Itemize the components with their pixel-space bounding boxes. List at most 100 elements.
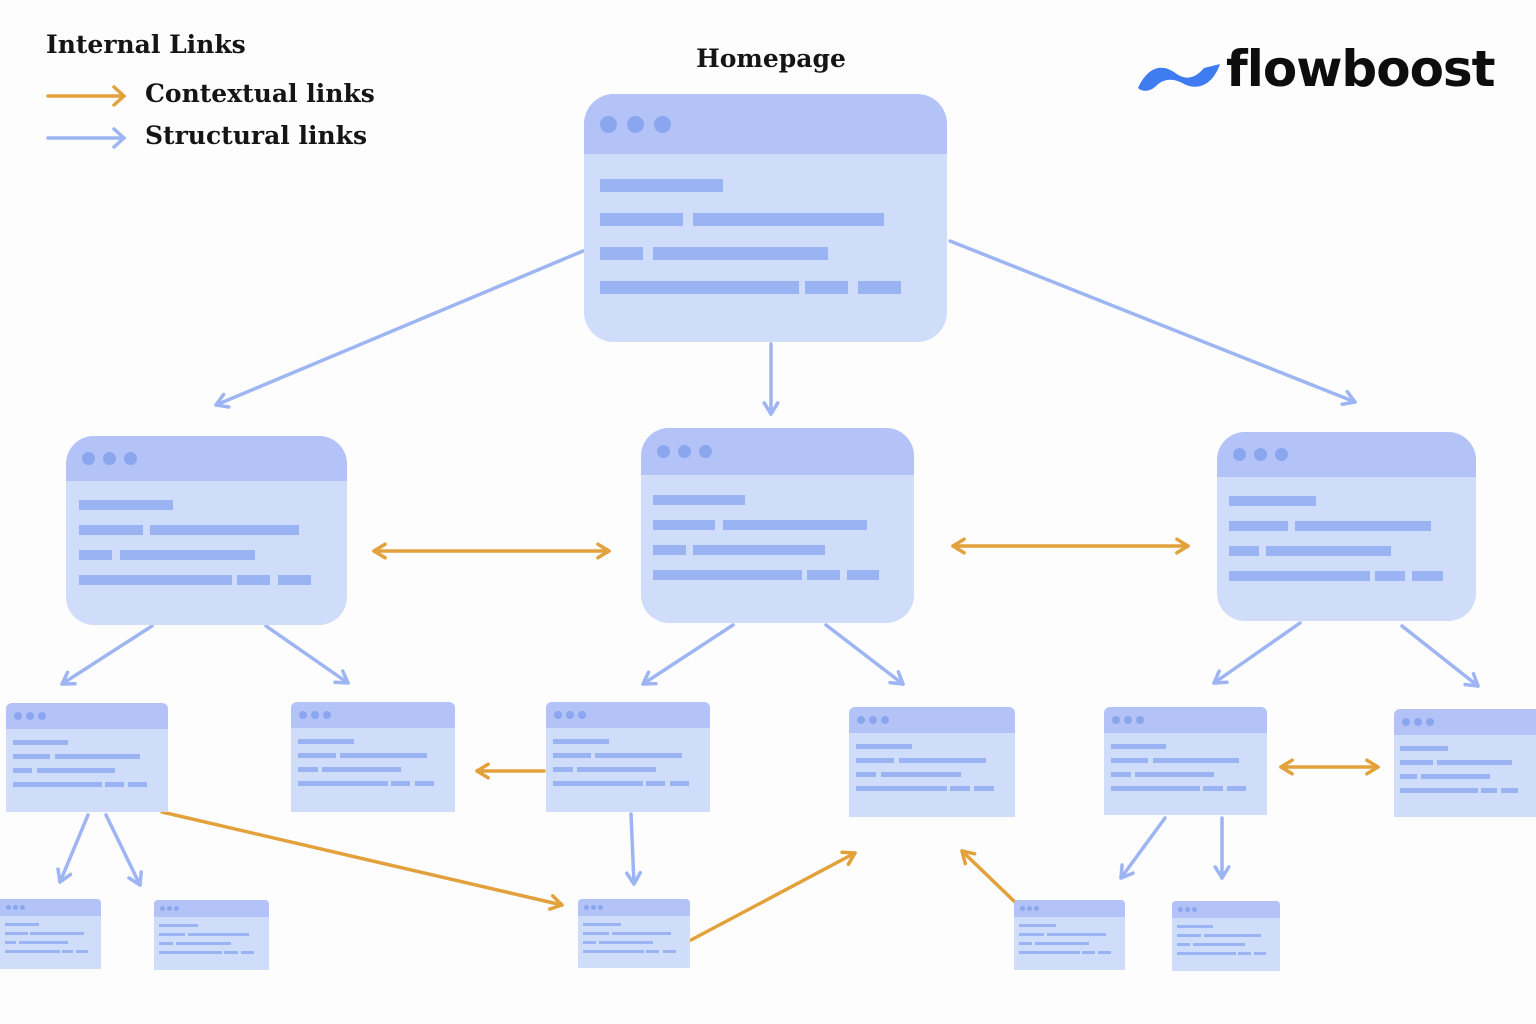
page-header-bar <box>1172 901 1280 918</box>
structural-link-arrow <box>214 249 585 409</box>
window-dot-icon <box>1192 907 1197 912</box>
text-line-placeholder <box>692 212 885 226</box>
text-line-placeholder <box>653 246 829 260</box>
text-line-placeholder <box>553 767 573 772</box>
text-line-placeholder <box>1228 520 1288 531</box>
text-line-placeholder <box>414 781 435 786</box>
window-dot-icon <box>124 452 137 465</box>
text-line-placeholder <box>390 781 411 786</box>
text-line-placeholder <box>1266 545 1392 556</box>
leaf-page-card <box>0 899 101 969</box>
text-line-placeholder <box>856 786 948 791</box>
text-line-placeholder <box>577 767 657 772</box>
flowboost-wave-icon <box>1138 64 1220 91</box>
subpage-card <box>849 707 1015 817</box>
structural-link-arrow <box>104 813 144 887</box>
text-line-placeholder <box>583 922 621 926</box>
text-line-placeholder <box>1421 773 1490 779</box>
text-line-placeholder <box>1081 951 1095 954</box>
text-line-placeholder <box>1227 785 1247 791</box>
text-line-placeholder <box>4 932 28 935</box>
text-line-placeholder <box>553 781 643 786</box>
text-line-placeholder <box>1400 787 1478 793</box>
contextual-link-legend-arrow <box>46 85 126 107</box>
subpage-card <box>546 702 710 812</box>
page-header-bar <box>0 899 101 916</box>
text-line-placeholder <box>950 786 970 791</box>
text-line-placeholder <box>278 574 312 585</box>
contextual-link-arrow <box>1279 758 1380 776</box>
contextual-link-arrow <box>689 850 857 942</box>
text-line-placeholder <box>13 753 51 759</box>
window-dot-icon <box>299 711 307 719</box>
text-line-placeholder <box>599 940 654 944</box>
window-dot-icon <box>311 711 319 719</box>
text-line-placeholder <box>78 499 174 510</box>
text-line-placeholder <box>856 772 877 777</box>
text-line-placeholder <box>61 950 74 953</box>
text-line-placeholder <box>54 753 141 759</box>
window-dot-icon <box>678 445 691 458</box>
text-line-placeholder <box>847 569 880 580</box>
window-dot-icon <box>1185 907 1190 912</box>
text-line-placeholder <box>104 781 124 787</box>
text-line-placeholder <box>4 923 39 926</box>
structural-link-arrow <box>1212 621 1302 685</box>
homepage-title: Homepage <box>696 44 846 73</box>
window-dot-icon <box>1124 716 1132 724</box>
text-line-placeholder <box>1203 785 1223 791</box>
text-line-placeholder <box>128 781 148 787</box>
leaf-page-card <box>578 899 690 968</box>
text-line-placeholder <box>1480 787 1498 793</box>
text-line-placeholder <box>1436 759 1512 765</box>
text-line-placeholder <box>298 739 354 744</box>
window-dot-icon <box>881 716 889 724</box>
window-dot-icon <box>554 711 562 719</box>
window-dot-icon <box>578 711 586 719</box>
text-line-placeholder <box>583 940 597 944</box>
text-line-placeholder <box>1176 952 1236 955</box>
text-line-placeholder <box>1253 952 1267 955</box>
text-line-placeholder <box>662 949 676 953</box>
text-line-placeholder <box>30 932 84 935</box>
text-line-placeholder <box>856 758 895 763</box>
text-line-placeholder <box>653 569 803 580</box>
page-header-bar <box>578 899 690 916</box>
text-line-placeholder <box>240 951 255 954</box>
text-line-placeholder <box>1018 933 1045 936</box>
window-dot-icon <box>1020 906 1025 911</box>
text-line-placeholder <box>857 280 901 294</box>
text-line-placeholder <box>856 744 913 749</box>
text-line-placeholder <box>159 924 198 927</box>
structural-link-arrow <box>624 812 643 886</box>
category-page-card <box>1217 432 1476 621</box>
structural-link-arrow <box>762 342 780 416</box>
text-line-placeholder <box>76 950 89 953</box>
structural-link-arrow <box>60 624 154 686</box>
window-dot-icon <box>103 452 116 465</box>
text-line-placeholder <box>583 931 609 935</box>
text-line-placeholder <box>1111 757 1149 763</box>
text-line-placeholder <box>974 786 994 791</box>
category-page-card <box>66 436 347 625</box>
text-line-placeholder <box>78 574 233 585</box>
text-line-placeholder <box>1135 771 1214 777</box>
page-header-bar <box>584 94 947 154</box>
text-line-placeholder <box>611 931 671 935</box>
text-line-placeholder <box>600 212 683 226</box>
text-line-placeholder <box>583 949 645 953</box>
window-dot-icon <box>598 905 603 910</box>
text-line-placeholder <box>553 739 609 744</box>
window-dot-icon <box>584 905 589 910</box>
text-line-placeholder <box>1412 570 1444 581</box>
text-line-placeholder <box>298 781 388 786</box>
text-line-placeholder <box>1501 787 1518 793</box>
text-line-placeholder <box>1400 745 1449 751</box>
text-line-placeholder <box>600 246 644 260</box>
text-line-placeholder <box>1176 934 1202 937</box>
text-line-placeholder <box>1111 743 1167 749</box>
window-dot-icon <box>13 905 18 910</box>
legend-title: Internal Links <box>46 30 246 59</box>
contextual-link-arrow <box>951 537 1190 555</box>
